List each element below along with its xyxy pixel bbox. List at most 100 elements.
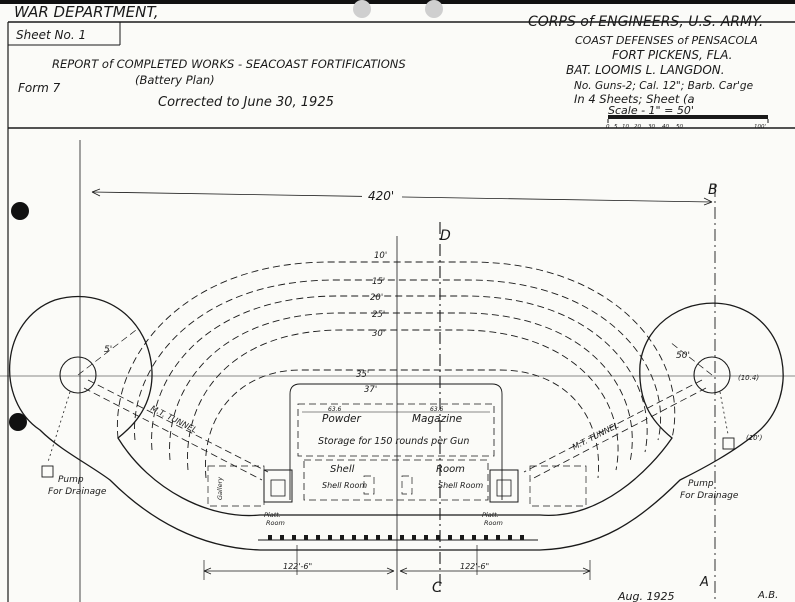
storage-label: Storage for 150 rounds per Gun: [318, 436, 469, 447]
footer-initials: A.B.: [757, 590, 778, 601]
report-title: REPORT of COMPLETED WORKS - SEACOAST FOR…: [52, 57, 406, 71]
pump-left-label-1: Pump: [58, 475, 84, 485]
gun-emplacement-left: [59, 356, 97, 394]
fort-label: FORT PICKENS, FLA.: [612, 48, 733, 62]
axis-b-label: B: [708, 182, 718, 198]
scale-tick-0: 0: [606, 124, 610, 130]
radius-right-label: 50': [676, 351, 690, 361]
scale-label: Scale - 1" = 50': [608, 104, 694, 117]
gallery-left-label: Gallery: [216, 477, 224, 500]
sheet-number: Sheet No. 1: [16, 28, 86, 42]
tunnel-left-line-a: [87, 379, 269, 473]
plat-room-left-2: Room: [266, 519, 285, 527]
contour-label-15: 15': [372, 277, 385, 287]
gun-emplacement-right: [693, 356, 731, 394]
form-number: Form 7: [18, 81, 61, 95]
tunnel-left-line-b: [83, 387, 263, 481]
pump-left-box: [41, 465, 54, 478]
report-subtitle: (Battery Plan): [135, 73, 215, 87]
top-edge: [0, 0, 795, 4]
contour-lines: [116, 261, 676, 479]
overall-width-label: 420': [368, 189, 394, 203]
wall-opening: [496, 535, 500, 540]
scale-tick-10: 10: [622, 124, 629, 130]
right-outer-label: (10'): [746, 434, 763, 442]
bottom-dimensions: 122'-6" 122'-6": [203, 545, 591, 580]
contour-label-30: 30': [372, 329, 385, 339]
wall-opening: [484, 535, 488, 540]
punch-hole: [9, 413, 27, 431]
wall-opening: [436, 535, 440, 540]
contour-label-10: 10': [374, 251, 387, 261]
radius-right-line: [669, 341, 713, 376]
pump-right-pipe: [719, 391, 729, 435]
punch-hole: [353, 0, 371, 18]
plat-room-right-2: Room: [484, 519, 503, 527]
department-label: WAR DEPARTMENT,: [14, 3, 159, 21]
wall-opening: [376, 535, 380, 540]
pump-right-box: [722, 437, 735, 450]
wall-opening: [364, 535, 368, 540]
wall-opening: [388, 535, 392, 540]
powder-label: Powder: [322, 413, 361, 425]
overall-dimension: 420': [91, 187, 713, 206]
dim-small-a: 63.6: [328, 406, 342, 413]
dim-small-b: 63.6: [430, 406, 444, 413]
wall-opening: [316, 535, 320, 540]
dim-left-label: 122'-6": [283, 562, 312, 571]
shell-room-left-label: Shell Room: [322, 481, 367, 490]
shell-label: Shell: [330, 464, 355, 475]
wall-opening: [520, 535, 524, 540]
scale-tick-20: 20: [634, 124, 641, 130]
axis-d-label: D: [440, 228, 451, 244]
wall-opening: [424, 535, 428, 540]
wall-opening: [460, 535, 464, 540]
sheets-label: In 4 Sheets; Sheet (a: [574, 92, 695, 106]
wall-opening: [508, 535, 512, 540]
magazine-label: Magazine: [412, 413, 462, 425]
magazine-block: 63.6 63.6 Powder Magazine Storage for 15…: [289, 383, 503, 501]
wall-opening: [472, 535, 476, 540]
corps-label: CORPS of ENGINEERS, U.S. ARMY.: [528, 14, 763, 30]
guns-label: No. Guns-2; Cal. 12"; Barb. Car'ge: [574, 80, 753, 92]
radius-left-label: 5': [104, 345, 112, 355]
tunnel-right-line-a: [523, 379, 703, 473]
wall-opening: [268, 535, 272, 540]
scale-bar: 0 5 10 20 30 40 50 100': [606, 115, 769, 130]
wall-opening: [340, 535, 344, 540]
contour-label-37: 37': [364, 385, 377, 395]
contour-label-25: 25': [372, 310, 385, 320]
coast-defenses-label: COAST DEFENSES of PENSACOLA: [575, 34, 758, 47]
wall-opening: [292, 535, 296, 540]
shell-room-right-label: Shell Room: [438, 481, 483, 490]
radius-left-line: [77, 329, 137, 376]
right-gun-label: (10.4): [738, 374, 759, 382]
parapet-wall: [258, 514, 538, 541]
scale-tick-50: 50: [676, 124, 683, 130]
pump-left-pipe: [47, 391, 71, 463]
wall-opening: [412, 535, 416, 540]
scale-tick-5: 5: [614, 124, 618, 130]
scale-tick-30: 30: [648, 124, 655, 130]
scale-tick-100: 100': [754, 124, 766, 130]
wall-opening: [352, 535, 356, 540]
wall-opening: [400, 535, 404, 540]
wall-opening: [304, 535, 308, 540]
wall-opening: [328, 535, 332, 540]
tunnel-right-line-b: [529, 387, 707, 481]
pump-right-label-1: Pump: [688, 479, 714, 489]
punch-hole: [425, 0, 443, 18]
wall-opening: [448, 535, 452, 540]
room-label: Room: [436, 464, 465, 475]
wall-opening: [280, 535, 284, 540]
scale-tick-40: 40: [662, 124, 669, 130]
contour-label-20: 20': [370, 293, 383, 303]
pump-right-label-2: For Drainage: [680, 491, 739, 501]
axis-c-label: C: [432, 580, 442, 596]
punch-hole: [11, 202, 29, 220]
footer-date: Aug. 1925: [617, 590, 674, 602]
contour-label-35: 35': [356, 370, 369, 380]
fortification-outline: [9, 295, 784, 551]
